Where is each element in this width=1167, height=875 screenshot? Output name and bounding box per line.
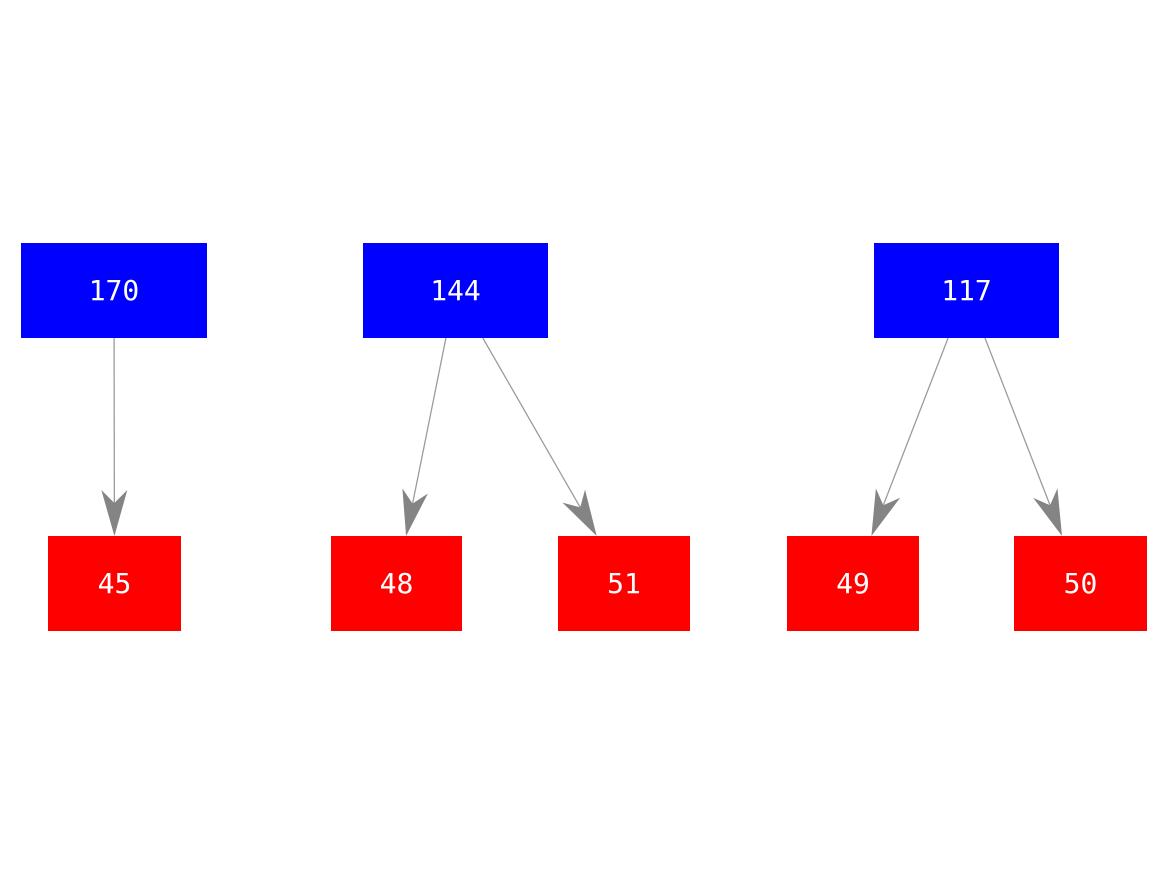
graph-node-label: 144 (430, 273, 481, 307)
edge-line (984, 337, 1051, 506)
graph-node-label: 117 (941, 273, 992, 307)
edge-arrowhead-icon (402, 488, 428, 536)
graph-node-label: 50 (1063, 566, 1098, 600)
graph-node-51: 51 (558, 536, 690, 631)
graph-node-45: 45 (48, 536, 181, 631)
edge-arrowhead-icon (101, 489, 128, 536)
edge-arrowhead-icon (871, 488, 901, 536)
edge-line (882, 337, 949, 506)
graph-node-117: 117 (874, 243, 1059, 338)
graph-node-170: 170 (21, 243, 207, 338)
graph-node-label: 49 (836, 566, 870, 600)
graph-node-label: 170 (88, 273, 140, 307)
graph-node-48: 48 (331, 536, 462, 631)
edge-line (482, 337, 581, 508)
edge-arrowhead-icon (1033, 488, 1063, 536)
graph-node-label: 51 (607, 566, 641, 600)
graph-node-50: 50 (1014, 536, 1147, 631)
graph-node-49: 49 (787, 536, 919, 631)
graph-node-label: 48 (379, 566, 414, 600)
graph-node-144: 144 (363, 243, 548, 338)
edge-arrowhead-icon (562, 489, 597, 536)
edge-line (411, 337, 447, 504)
graph-node-label: 45 (97, 566, 132, 600)
